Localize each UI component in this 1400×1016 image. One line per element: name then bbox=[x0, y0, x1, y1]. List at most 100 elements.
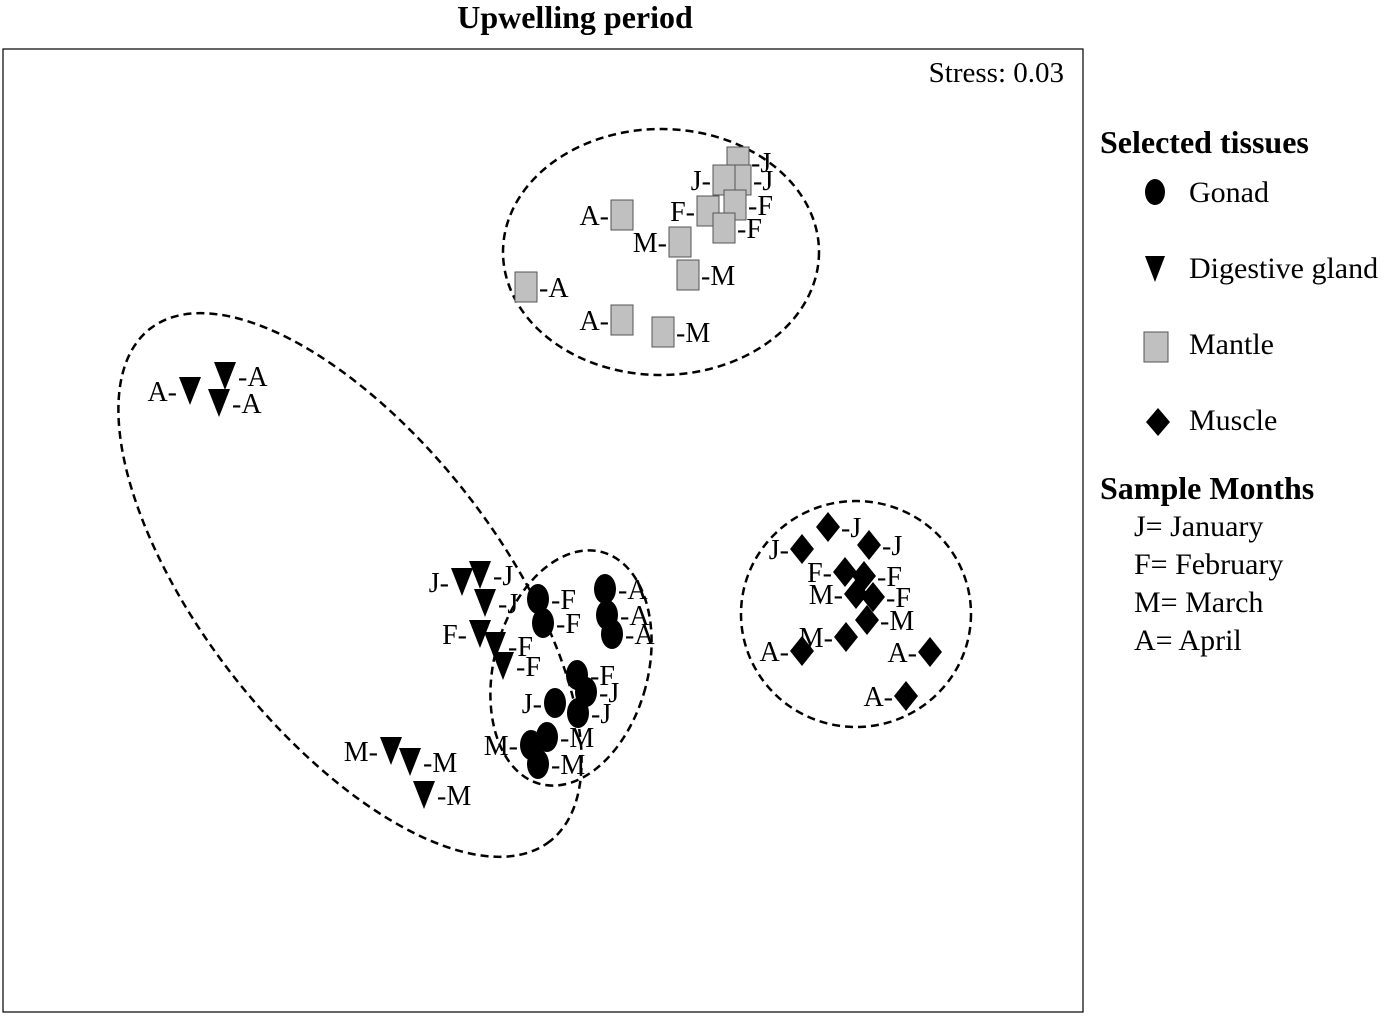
digestive-gland-point bbox=[380, 737, 402, 765]
muscle-point-label: A- bbox=[759, 637, 789, 668]
muscle-point-label: F- bbox=[807, 558, 832, 589]
stress-label: Stress: 0.03 bbox=[929, 57, 1064, 89]
gonad-point-label: -A bbox=[620, 601, 650, 632]
mantle-point bbox=[514, 271, 538, 303]
month-key-january: J= January bbox=[1134, 510, 1264, 543]
mantle-point bbox=[712, 212, 736, 244]
digestive-gland-point-label: -A bbox=[232, 389, 262, 420]
legend-label: Digestive gland bbox=[1189, 252, 1379, 285]
mantle-point bbox=[610, 199, 634, 231]
muscle-point-label: -F bbox=[886, 583, 911, 614]
muscle-point bbox=[790, 534, 814, 564]
cluster-outline-muscle bbox=[739, 499, 973, 729]
digestive-gland-point bbox=[451, 568, 473, 596]
muscle-point bbox=[833, 557, 857, 587]
down-triangle-icon bbox=[1145, 256, 1165, 282]
data-points: -J-JJ--FF--FA-M--M-AA--M-AA--AJ--J-JF--F… bbox=[147, 146, 942, 812]
digestive-gland-point-label: -J bbox=[493, 561, 513, 592]
digestive-gland-point-label: -A bbox=[238, 362, 268, 393]
muscle-point bbox=[855, 605, 879, 635]
gonad-point bbox=[527, 749, 549, 779]
mantle-point-label: M- bbox=[633, 228, 667, 259]
muscle-point bbox=[816, 512, 840, 542]
gonad-point-label: -F bbox=[556, 609, 581, 640]
digestive-gland-point-label: M- bbox=[344, 737, 378, 768]
legend-item-gonad: Gonad bbox=[1100, 162, 1400, 238]
muscle-point bbox=[790, 636, 814, 666]
legend-tissues-heading: Selected tissues bbox=[1100, 124, 1309, 160]
chart-title: Upwelling period bbox=[457, 0, 693, 35]
gonad-point bbox=[527, 584, 549, 614]
legend: Selected tissues Gonad Digestive gland M… bbox=[1100, 122, 1400, 660]
gonad-point-label: -A bbox=[625, 620, 655, 651]
mantle-point-label: -M bbox=[676, 318, 710, 349]
square-icon bbox=[1143, 331, 1169, 363]
gonad-point bbox=[601, 619, 623, 649]
gonad-point-label: -J bbox=[599, 678, 619, 709]
mantle-point-label: F- bbox=[670, 197, 695, 228]
mantle-point-label: -J bbox=[751, 148, 771, 179]
muscle-point bbox=[918, 637, 942, 667]
legend-label: Mantle bbox=[1189, 328, 1274, 361]
mantle-point bbox=[668, 226, 692, 258]
mantle-point-label: A- bbox=[579, 306, 609, 337]
mantle-point bbox=[610, 304, 634, 336]
muscle-point bbox=[844, 579, 868, 609]
legend-label: Gonad bbox=[1189, 176, 1269, 209]
digestive-gland-point bbox=[484, 632, 506, 660]
gonad-point bbox=[594, 574, 616, 604]
mantle-point bbox=[651, 316, 675, 348]
month-key-february: F= February bbox=[1134, 548, 1284, 581]
digestive-gland-point bbox=[469, 620, 491, 648]
muscle-point-label: A- bbox=[887, 638, 917, 669]
muscle-point-label: -J bbox=[841, 513, 861, 544]
muscle-point-label: A- bbox=[863, 682, 893, 713]
gonad-point-label: -A bbox=[618, 575, 648, 606]
digestive-gland-point-label: -M bbox=[437, 781, 471, 812]
mantle-point-label: -F bbox=[748, 191, 773, 222]
gonad-point bbox=[544, 688, 566, 718]
gonad-point-label: M- bbox=[484, 731, 518, 762]
digestive-gland-point bbox=[208, 389, 230, 417]
digestive-gland-point bbox=[214, 362, 236, 390]
month-key-march: M= March bbox=[1134, 586, 1264, 619]
digestive-gland-point bbox=[492, 652, 514, 680]
digestive-gland-point bbox=[413, 781, 435, 809]
legend-item-muscle: Muscle bbox=[1100, 390, 1400, 466]
gonad-point-label: -F bbox=[551, 585, 576, 616]
legend-label: Muscle bbox=[1189, 404, 1278, 437]
month-key-april: A= April bbox=[1134, 624, 1242, 657]
digestive-gland-point-label: J- bbox=[429, 568, 449, 599]
cluster-outline-mantle bbox=[501, 127, 821, 377]
muscle-point-label: -J bbox=[882, 531, 902, 562]
gonad-point bbox=[567, 698, 589, 728]
muscle-point-label: M- bbox=[809, 580, 843, 611]
gonad-point-label: -M bbox=[560, 723, 594, 754]
digestive-gland-point bbox=[179, 377, 201, 405]
cluster-outline-digestive-gland bbox=[117, 311, 583, 859]
digestive-gland-point-label: -F bbox=[516, 652, 541, 683]
mantle-point-label: -A bbox=[539, 273, 569, 304]
diamond-icon bbox=[1146, 408, 1170, 436]
digestive-gland-point-label: -J bbox=[498, 589, 518, 620]
digestive-gland-point-label: A- bbox=[147, 377, 177, 408]
mantle-point-label: -F bbox=[737, 214, 762, 245]
muscle-point-label: J- bbox=[769, 535, 789, 566]
legend-item-digestive-gland: Digestive gland bbox=[1100, 238, 1400, 314]
muscle-point bbox=[861, 582, 885, 612]
muscle-point bbox=[857, 530, 881, 560]
mantle-point-label: A- bbox=[579, 201, 609, 232]
digestive-gland-point-label: -F bbox=[508, 632, 533, 663]
legend-item-mantle: Mantle bbox=[1100, 314, 1400, 390]
mantle-point-label: J- bbox=[691, 166, 711, 197]
muscle-point bbox=[894, 681, 918, 711]
ellipse-icon bbox=[1145, 179, 1165, 205]
gonad-point-label: J- bbox=[522, 689, 542, 720]
digestive-gland-point-label: F- bbox=[442, 620, 467, 651]
muscle-point bbox=[834, 622, 858, 652]
digestive-gland-point-label: -M bbox=[423, 748, 457, 779]
mantle-point-label: -M bbox=[701, 261, 735, 292]
muscle-point-label: -M bbox=[880, 606, 914, 637]
gonad-point bbox=[532, 608, 554, 638]
